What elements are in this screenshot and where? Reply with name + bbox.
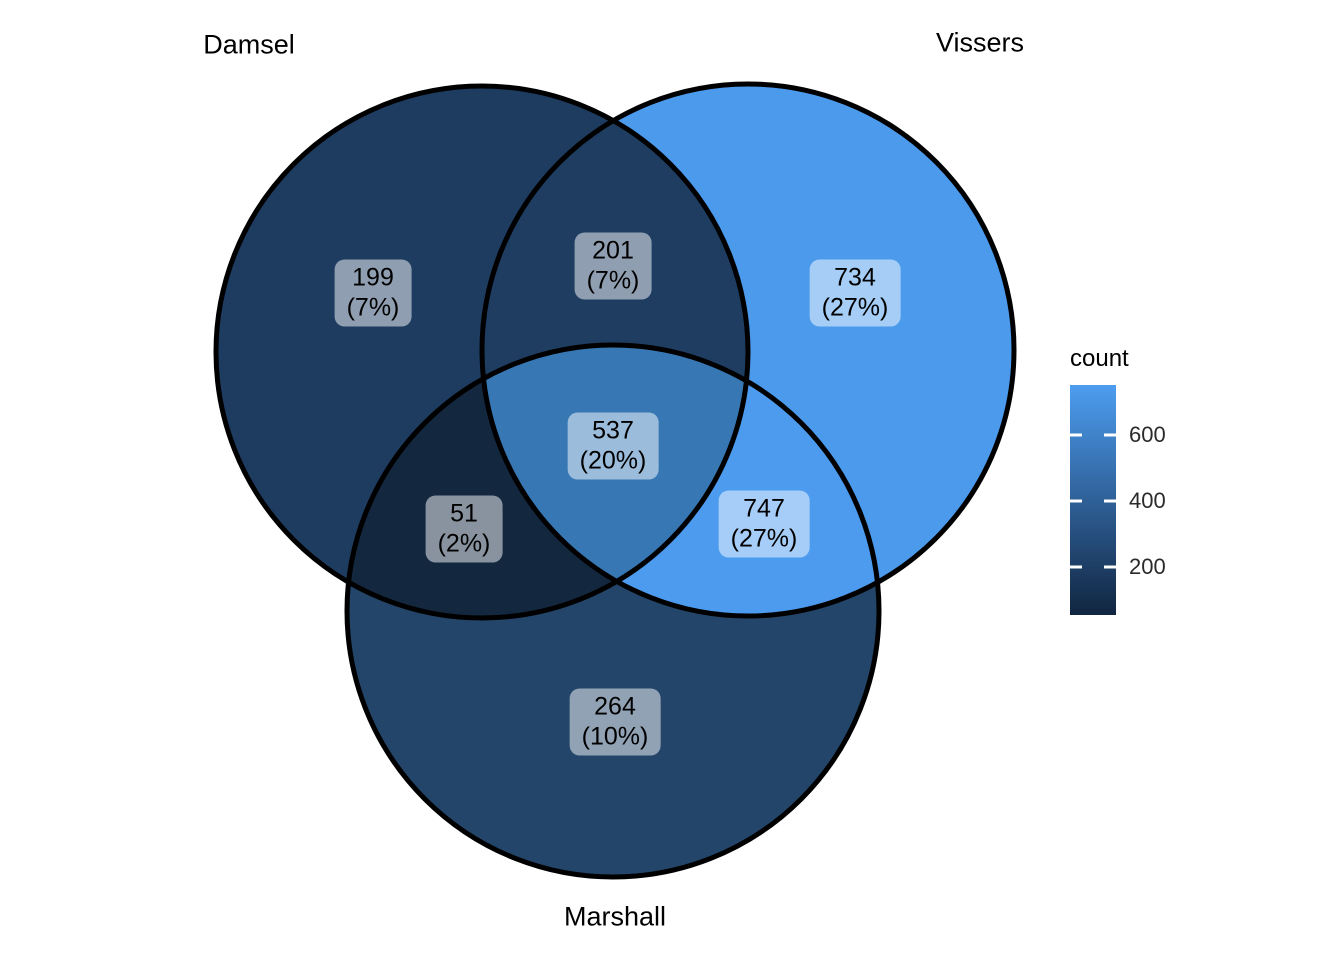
legend-tick: [1104, 499, 1118, 503]
legend-title: count: [1070, 345, 1129, 372]
region-percent: (27%): [730, 524, 798, 552]
legend-tick-label: 400: [1129, 488, 1166, 513]
venn-circle-outline-vissers: [479, 81, 1017, 619]
region-count: 734: [834, 263, 876, 292]
region-count: 51: [450, 499, 478, 528]
region-label-vissers-marshall: 747 (27%): [718, 490, 810, 558]
region-label-marshall-only: 264 (10%): [569, 688, 661, 756]
region-label-damsel-marshall: 51 (2%): [425, 495, 503, 563]
region-count: 201: [592, 236, 634, 265]
region-percent: (20%): [579, 446, 647, 474]
region-count: 199: [352, 263, 394, 292]
region-percent: (7%): [586, 266, 640, 294]
region-count: 264: [594, 692, 636, 721]
legend-tick-label: 600: [1129, 422, 1166, 447]
venn-circle-outline-marshall: [344, 342, 882, 880]
legend-tick-label: 200: [1129, 554, 1166, 579]
region-label-center: 537 (20%): [567, 412, 659, 480]
venn-circle-outline-damsel: [213, 83, 751, 621]
set-label-vissers: Vissers: [935, 27, 1025, 58]
region-percent: (2%): [437, 529, 491, 557]
legend-tick: [1104, 433, 1118, 437]
legend-tick: [1068, 433, 1082, 437]
region-percent: (7%): [346, 293, 400, 321]
region-percent: (10%): [581, 722, 649, 750]
region-percent: (27%): [821, 293, 889, 321]
legend-tick: [1104, 565, 1118, 569]
region-count: 747: [743, 494, 785, 523]
set-label-marshall: Marshall: [563, 901, 667, 932]
region-count: 537: [592, 416, 634, 445]
region-label-vissers-only: 734 (27%): [809, 259, 901, 327]
legend-tick: [1068, 565, 1082, 569]
legend-tick: [1068, 499, 1082, 503]
region-label-damsel-vissers: 201 (7%): [574, 232, 652, 300]
region-label-damsel-only: 199 (7%): [334, 259, 412, 327]
set-label-damsel: Damsel: [203, 29, 295, 60]
